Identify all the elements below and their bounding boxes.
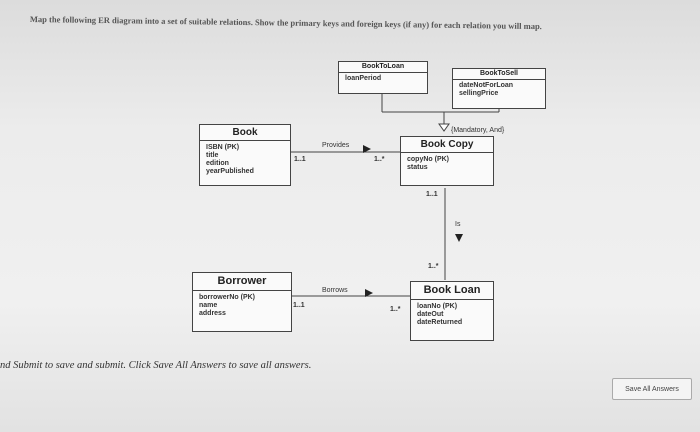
attribute: title bbox=[206, 152, 219, 159]
entity-attributes: borrowerNo (PK) name address bbox=[193, 291, 291, 331]
attribute: status bbox=[407, 164, 428, 171]
attribute: address bbox=[199, 310, 226, 317]
entity-attributes: loanNo (PK) dateOut dateReturned bbox=[411, 300, 493, 340]
attribute: yearPublished bbox=[206, 168, 254, 175]
entity-title: BookToLoan bbox=[339, 62, 427, 73]
entity-book-loan: Book Loan loanNo (PK) dateOut dateReturn… bbox=[410, 281, 494, 341]
entity-book-to-loan: BookToLoan loanPeriod bbox=[338, 61, 428, 94]
attribute: dateNotForLoan bbox=[459, 82, 514, 89]
entity-book-copy: Book Copy copyNo (PK) status bbox=[400, 136, 494, 186]
entity-title: Book Copy bbox=[401, 137, 493, 153]
relationship-is-label: Is bbox=[455, 221, 461, 228]
save-all-answers-button[interactable]: Save All Answers bbox=[612, 378, 692, 400]
relationship-borrows-label: Borrows bbox=[322, 287, 348, 294]
entity-title: Borrower bbox=[193, 273, 291, 291]
entity-attributes: ISBN (PK) title edition yearPublished bbox=[200, 141, 290, 185]
borrows-direction-arrow bbox=[365, 289, 373, 297]
cardinality-label: 1..1 bbox=[293, 302, 305, 309]
instruction-text: nd Submit to save and submit. Click Save… bbox=[0, 360, 312, 371]
generalization-triangle bbox=[438, 123, 450, 132]
attribute: copyNo (PK) bbox=[407, 156, 449, 163]
entity-book-to-sell: BookToSell dateNotForLoan sellingPrice bbox=[452, 68, 546, 109]
entity-borrower: Borrower borrowerNo (PK) name address bbox=[192, 272, 292, 332]
relationship-provides-label: Provides bbox=[322, 142, 350, 149]
cardinality-label: 1..* bbox=[390, 306, 401, 313]
cardinality-label: 1..1 bbox=[294, 156, 306, 163]
entity-attributes: dateNotForLoan sellingPrice bbox=[453, 80, 545, 108]
attribute: name bbox=[199, 302, 218, 309]
attribute: ISBN (PK) bbox=[206, 144, 240, 151]
constraint-label: {Mandatory, And} bbox=[451, 127, 505, 134]
entity-title: Book Loan bbox=[411, 282, 493, 300]
entity-book: Book ISBN (PK) title edition yearPublish… bbox=[199, 124, 291, 186]
attribute: dateReturned bbox=[417, 319, 463, 326]
entity-title: BookToSell bbox=[453, 69, 545, 80]
attribute: edition bbox=[206, 160, 229, 167]
entity-attributes: copyNo (PK) status bbox=[401, 153, 493, 185]
entity-title: Book bbox=[200, 125, 290, 141]
is-direction-arrow bbox=[455, 234, 463, 242]
attribute: loanPeriod bbox=[345, 75, 382, 82]
cardinality-label: 1..* bbox=[374, 156, 385, 163]
attribute: sellingPrice bbox=[459, 90, 499, 97]
cardinality-label: 1..* bbox=[428, 263, 439, 270]
provides-direction-arrow bbox=[363, 145, 371, 153]
entity-attributes: loanPeriod bbox=[339, 73, 427, 93]
attribute: dateOut bbox=[417, 311, 444, 318]
cardinality-label: 1..1 bbox=[426, 191, 438, 198]
attribute: borrowerNo (PK) bbox=[199, 294, 255, 301]
attribute: loanNo (PK) bbox=[417, 303, 458, 310]
